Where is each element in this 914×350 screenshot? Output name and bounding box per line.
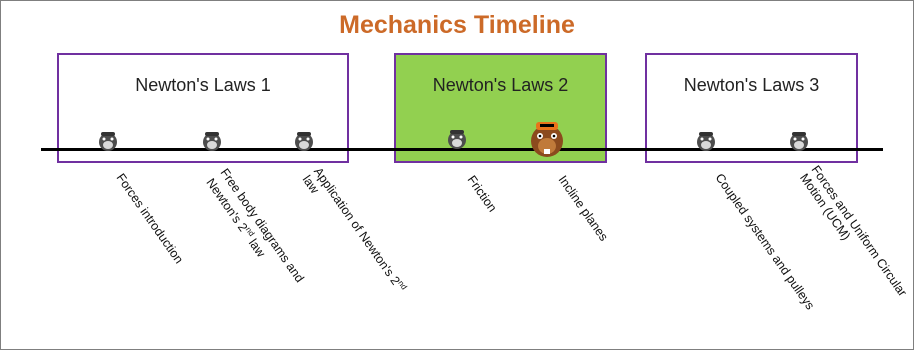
topic-label-line: Motion (UCM) xyxy=(797,171,854,243)
topic-label-forces-ucm: Forces and Uniform Circular Motion (UCM) xyxy=(797,163,910,307)
unit-label: Newton's Laws 1 xyxy=(135,75,271,95)
timeline-axis xyxy=(41,148,883,151)
beaver-icon xyxy=(697,132,715,151)
topic-label-coupled-systems: Coupled systems and pulleys xyxy=(713,171,818,312)
unit-label: Newton's Laws 3 xyxy=(683,75,820,95)
beaver-icon xyxy=(295,132,313,151)
unit-label: Newton's Laws 2 xyxy=(432,75,569,95)
topic-label-free-body-diagrams: Free body diagrams and Newton's 2nd law xyxy=(203,166,306,295)
topic-label-incline-planes: Incline planes xyxy=(556,173,611,244)
topic-label-line: Friction xyxy=(464,173,500,215)
topic-label-forces-introduction: Forces introduction xyxy=(114,171,186,266)
diagram-title: Mechanics Timeline xyxy=(339,11,575,39)
topic-label-line: Incline planes xyxy=(555,173,611,244)
unit-box-newtons-laws-2: Newton's Laws 2 xyxy=(394,53,607,163)
topic-label-line: Forces and Uniform Circular xyxy=(808,163,910,300)
topic-label-line: Newton's 2nd law xyxy=(203,175,269,260)
unit-box-newtons-laws-3: Newton's Laws 3 xyxy=(645,53,858,163)
beaver-mascot-icon xyxy=(531,122,563,157)
beaver-icon xyxy=(790,132,808,151)
topic-label-line: law xyxy=(299,172,322,197)
topic-label-line: Forces introduction xyxy=(113,171,186,267)
beaver-icon xyxy=(203,132,221,151)
topic-label-application-newtons-2nd-law: Application of Newton's 2nd law xyxy=(299,163,410,303)
topic-label-line: Coupled systems and pulleys xyxy=(712,171,818,313)
beaver-icon xyxy=(99,132,117,151)
topic-label-friction: Friction xyxy=(465,173,500,215)
beaver-icon xyxy=(448,130,466,149)
topic-label-line: Application of Newton's 2nd xyxy=(310,164,409,292)
unit-box-newtons-laws-1: Newton's Laws 1 xyxy=(57,53,349,163)
